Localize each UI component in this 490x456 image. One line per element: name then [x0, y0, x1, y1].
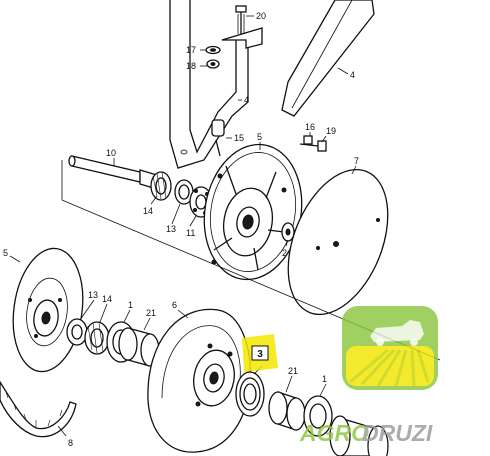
bolt-19 [299, 140, 327, 152]
callout-17: 17 [186, 45, 196, 55]
belt-8 [0, 380, 77, 438]
watermark-text-agro: AGRO [299, 420, 369, 446]
support-bracket-left [169, 0, 263, 169]
callout-13-top: 13 [166, 224, 176, 234]
callout-5-bottom: 5 [3, 248, 8, 258]
callout-1-left: 1 [128, 300, 133, 310]
callout-6: 6 [172, 300, 177, 310]
agrodruzi-watermark: AGRO DRUZI [299, 306, 438, 446]
watermark-logo-wheel-front [376, 338, 384, 346]
callout-18: 18 [186, 61, 196, 71]
callout-19: 19 [326, 126, 336, 136]
callout-4-left: 4 [244, 95, 249, 105]
spacer-21-right [268, 391, 306, 431]
support-bracket-right [281, 0, 375, 117]
watermark-text-druzi: DRUZI [362, 420, 433, 446]
disc-5-bottom [12, 247, 84, 373]
highlight-label: 3 [257, 349, 263, 360]
callout-21-left: 21 [146, 308, 156, 318]
callout-14-bottom: 14 [102, 294, 112, 304]
callout-15: 15 [234, 133, 244, 143]
bearing-14-top [150, 171, 172, 201]
callout-8: 8 [68, 438, 73, 448]
highlight-box [251, 345, 269, 361]
seal-13-bottom [66, 318, 88, 346]
callout-13-bottom: 13 [88, 290, 98, 300]
bearing-14-bottom [84, 321, 110, 355]
bolt-20 [235, 5, 247, 34]
callout-16: 16 [305, 122, 315, 132]
callout-5-top: 5 [257, 132, 262, 142]
callout-4-right: 4 [350, 70, 355, 80]
callout-20: 20 [256, 11, 266, 21]
disc-7 [287, 168, 389, 316]
callout-10: 10 [106, 148, 116, 158]
hub-cylinder [329, 415, 389, 456]
leader-lines [9, 15, 357, 437]
nut-16 [303, 135, 313, 145]
callout-14-top: 14 [143, 206, 153, 216]
callout-21-right: 21 [288, 366, 298, 376]
callout-7: 7 [354, 156, 359, 166]
highlight-marker-3[interactable]: 3 [242, 334, 278, 372]
callout-11: 11 [186, 228, 195, 238]
watermark-logo-furrows [349, 348, 430, 387]
bearing-cup-1-right [303, 395, 333, 437]
nut-18 [206, 59, 220, 69]
callout-1-right: 1 [322, 374, 327, 384]
watermark-logo-wheel-rear [410, 338, 418, 346]
callout-labels: 20 17 18 4 4 10 15 5 16 19 7 14 13 11 2 … [3, 11, 359, 448]
shaft-10 [68, 155, 161, 191]
watermark-logo-truck [370, 320, 424, 342]
washer-17 [205, 45, 221, 55]
hub-disc-5-top [203, 143, 303, 281]
callout-2: 2 [282, 248, 287, 258]
seal-3 [235, 371, 265, 417]
hub-disc-6 [147, 308, 251, 453]
